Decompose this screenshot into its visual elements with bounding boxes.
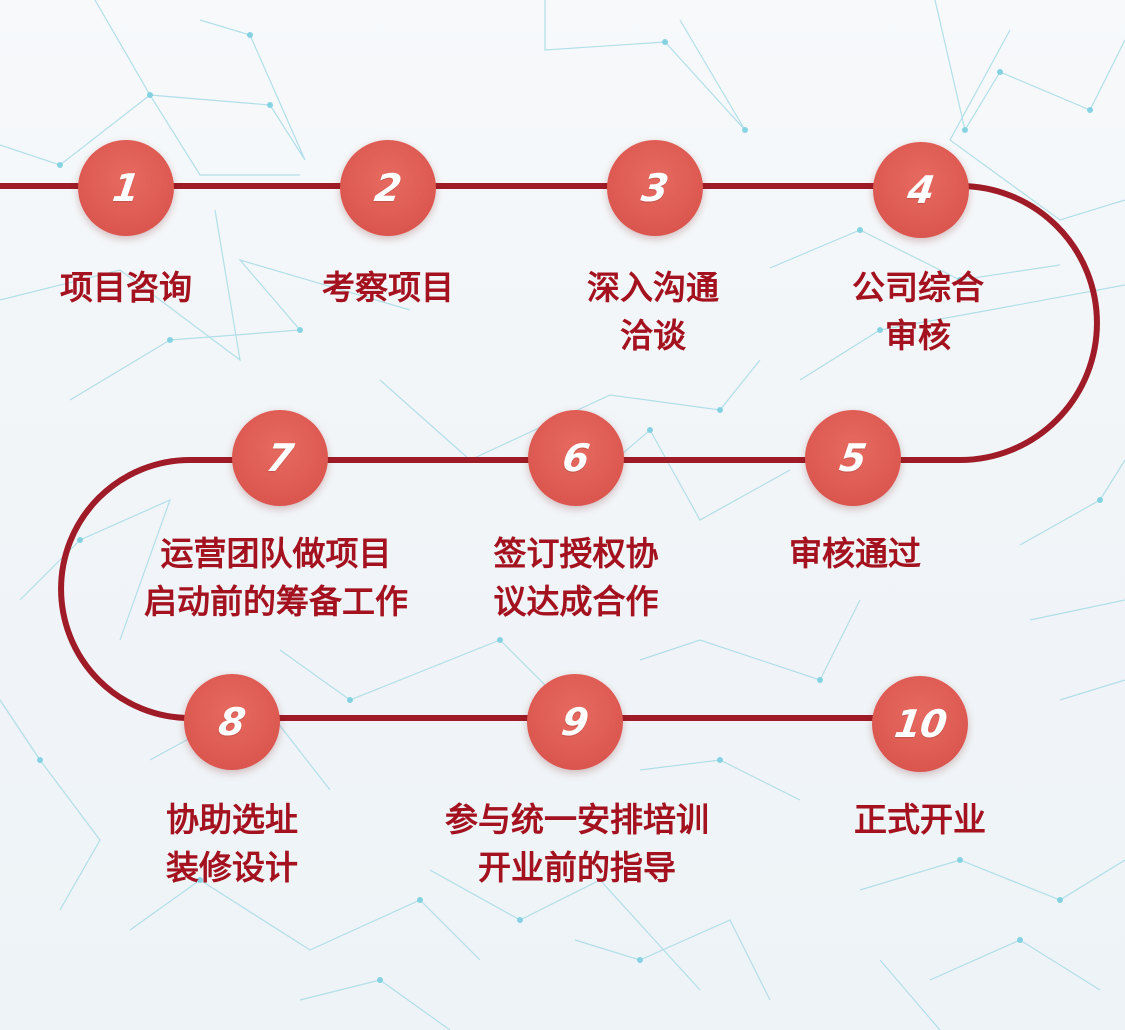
step-circle: 6 [528, 410, 624, 506]
step-label-line: 议达成合作 [493, 582, 659, 621]
step-number: 7 [264, 436, 296, 480]
step-circle: 8 [184, 674, 280, 770]
step-label-line: 审核 [885, 316, 951, 355]
step-label: 运营团队做项目 启动前的筹备工作 [96, 530, 456, 626]
step-number: 2 [372, 166, 404, 210]
step-number: 3 [639, 166, 671, 210]
step-label: 签订授权协 议达成合作 [396, 530, 756, 626]
step-number: 1 [110, 166, 142, 210]
step-circle: 9 [527, 674, 623, 770]
step-circle: 7 [232, 410, 328, 506]
step-circle: 5 [805, 410, 901, 506]
step-label: 参与统一安排培训 开业前的指导 [397, 796, 757, 892]
step-label-line: 开业前的指导 [478, 848, 676, 887]
step-number: 8 [216, 700, 248, 744]
process-path-line [0, 183, 1100, 721]
step-label-line: 运营团队做项目 [160, 534, 392, 573]
step-label: 项目咨询 [0, 264, 306, 312]
step-label-line: 参与统一安排培训 [445, 800, 709, 839]
step-number: 4 [905, 168, 937, 212]
step-label: 考察项目 [208, 264, 568, 312]
step-label-line: 审核通过 [789, 534, 921, 573]
step-label-line: 洽谈 [620, 316, 686, 355]
step-label-line: 正式开业 [854, 800, 986, 839]
step-label-line: 考察项目 [322, 268, 454, 307]
step-label-line: 协助选址 [166, 800, 298, 839]
step-label-line: 启动前的筹备工作 [144, 582, 408, 621]
step-label: 审核通过 [675, 530, 1035, 578]
step-label: 深入沟通 洽谈 [473, 264, 833, 360]
step-number: 9 [559, 700, 591, 744]
step-label: 协助选址 装修设计 [52, 796, 412, 892]
step-number: 5 [837, 436, 869, 480]
step-circle: 3 [607, 140, 703, 236]
step-label-line: 签订授权协 [493, 534, 659, 573]
step-label: 公司综合 审核 [738, 264, 1098, 360]
step-label-line: 项目咨询 [60, 268, 192, 307]
step-number: 6 [560, 436, 592, 480]
step-label: 正式开业 [740, 796, 1100, 844]
step-label-line: 装修设计 [166, 848, 298, 887]
step-circle: 2 [340, 140, 436, 236]
step-number: 10 [891, 702, 949, 746]
step-circle: 1 [78, 140, 174, 236]
step-circle: 4 [873, 142, 969, 238]
step-label-line: 公司综合 [852, 268, 984, 307]
step-circle: 10 [872, 676, 968, 772]
step-label-line: 深入沟通 [587, 268, 719, 307]
